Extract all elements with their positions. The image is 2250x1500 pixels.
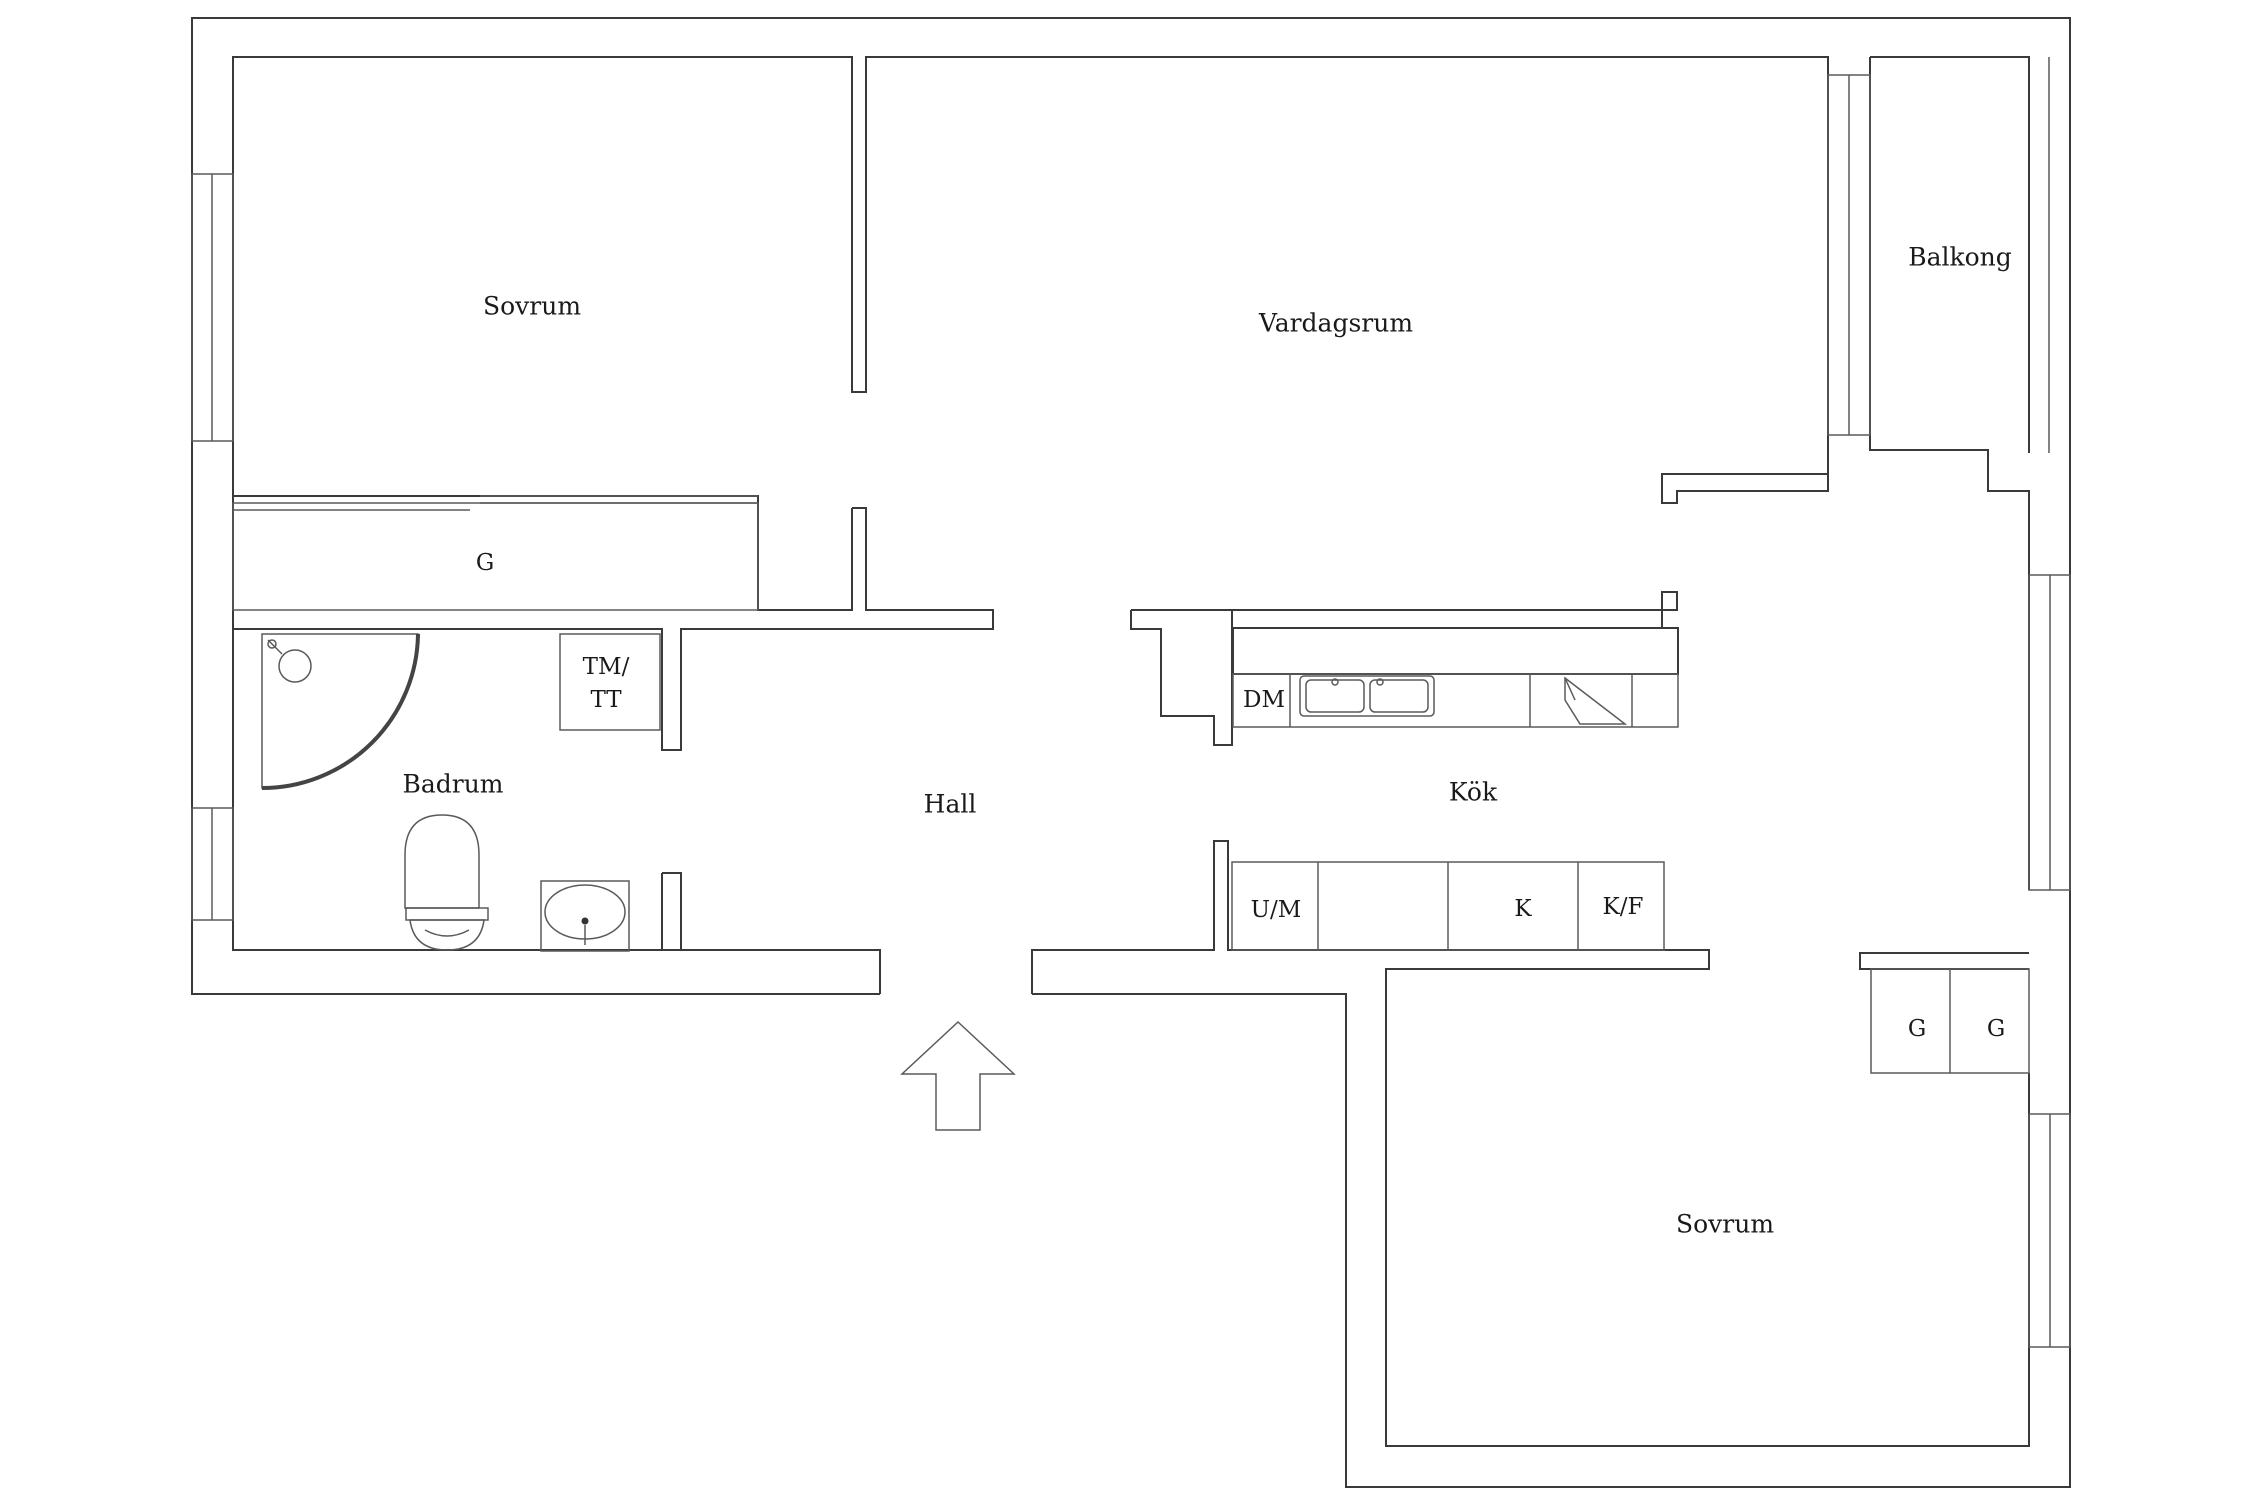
wardrobes-bedroom-2 — [1870, 968, 2030, 1074]
dishwasher-label: DM — [1243, 687, 1285, 713]
room-label-hall: Hall — [924, 790, 977, 819]
windows — [191, 57, 2071, 1348]
wardrobe-label: G — [476, 550, 494, 576]
interior-walls — [232, 495, 1678, 950]
room-label-vardagsrum: Vardagsrum — [1258, 309, 1413, 338]
tm-label-line1: TM/ — [583, 654, 630, 680]
room-label-kok: Kök — [1449, 778, 1498, 807]
outer-walls — [191, 17, 2071, 1488]
tm-label-line2: TT — [590, 687, 622, 713]
kitchen-counter-lower — [1231, 861, 1665, 951]
wardrobe-label-b: G — [1987, 1016, 2005, 1042]
room-label-balkong: Balkong — [1908, 243, 2012, 272]
kitchen-counter-upper — [1232, 627, 1679, 728]
fridge-label: K — [1514, 896, 1532, 922]
sink-icon — [540, 880, 630, 952]
wardrobe-label-a: G — [1908, 1016, 1926, 1042]
room-label-sovrum-2: Sovrum — [1676, 1210, 1774, 1239]
oven-micro-label: U/M — [1251, 897, 1302, 923]
room-label-sovrum: Sovrum — [483, 292, 581, 321]
shower-corner — [261, 633, 420, 790]
room-label-badrum: Badrum — [402, 770, 503, 799]
fridge-freezer-label: K/F — [1603, 894, 1644, 920]
entrance-arrow-icon — [900, 1020, 1016, 1131]
toilet-icon — [404, 814, 489, 951]
